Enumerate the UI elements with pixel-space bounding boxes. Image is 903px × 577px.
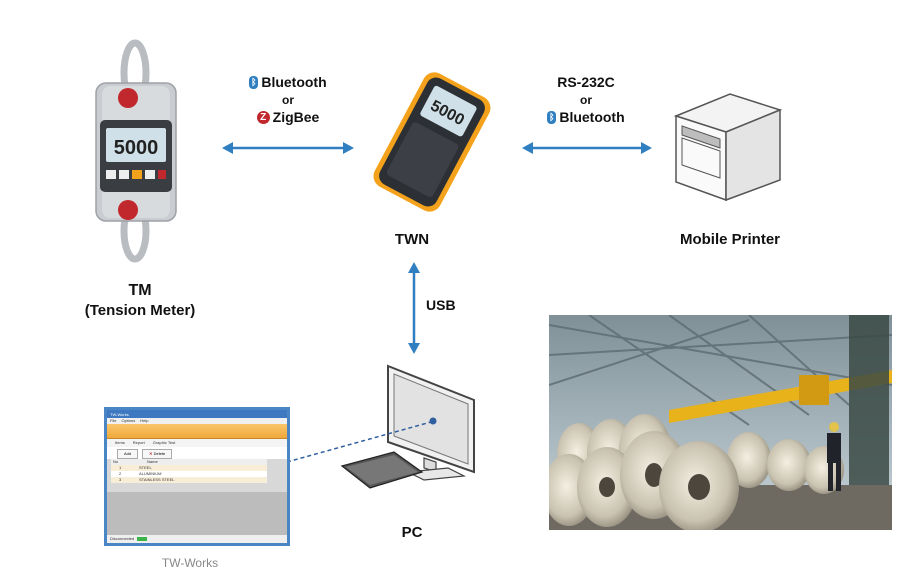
arrow-twn-printer <box>522 142 652 154</box>
table-row[interactable]: 1 STEEL <box>111 465 267 471</box>
tw-tabs: Items Report Graphic Test <box>107 439 287 447</box>
mobile-printer-device <box>668 88 788 208</box>
tm-subtitle: (Tension Meter) <box>84 302 196 319</box>
tw-delete-button[interactable]: ✕ Delete <box>142 449 173 459</box>
steel-coils-illustration <box>549 315 892 530</box>
tm-display-value: 5000 <box>114 137 159 159</box>
tw-menu-options[interactable]: Options <box>121 418 136 423</box>
dashed-connector <box>286 421 432 463</box>
twn-illustration: 5000 <box>373 72 491 212</box>
pc-label: PC <box>401 524 423 541</box>
link-tm-twn-line2: or <box>282 93 294 107</box>
close-icon: ✕ <box>149 451 153 456</box>
zigbee-icon: Z <box>256 110 270 124</box>
tm-title: TM <box>128 282 152 299</box>
tw-table-header: No Name <box>111 459 267 465</box>
link-tm-twn-line1: ᛒ Bluetooth <box>249 74 327 90</box>
tw-window-titlebar: TW-Works <box>107 410 287 418</box>
tw-add-button[interactable]: Add <box>117 449 139 459</box>
tension-meter-device: 5000 <box>88 38 188 263</box>
link-twn-printer-labels: RS-232C or ᛒ Bluetooth <box>536 74 636 125</box>
arrow-twn-pc <box>408 262 420 354</box>
tw-col-name: Name <box>147 459 158 464</box>
tw-table: No Name 1 STEEL 2 ALUMINIUM 3 STAINLESS … <box>111 459 267 483</box>
tw-workspace <box>107 492 287 535</box>
tw-tab-items[interactable]: Items <box>115 440 125 445</box>
link-twn-printer-line2: or <box>580 93 592 107</box>
tw-col-no: No <box>113 459 119 464</box>
pc-illustration <box>340 364 475 489</box>
tw-tab-graphic-test[interactable]: Graphic Test <box>152 440 176 445</box>
tw-status-text: Disconnected <box>110 536 135 541</box>
link-tm-twn-labels: ᛒ Bluetooth or Z ZigBee <box>238 74 338 125</box>
link-twn-pc-label: USB <box>426 297 456 313</box>
table-row[interactable]: 3 STAINLESS STEEL <box>111 477 267 483</box>
tw-window-title: TW-Works <box>110 411 129 417</box>
twn-device: 5000 <box>360 70 505 215</box>
tw-menu-help[interactable]: Help <box>140 418 149 423</box>
arrow-tm-twn <box>222 142 354 154</box>
tw-works-caption: TW-Works <box>161 556 219 570</box>
table-row[interactable]: 2 ALUMINIUM <box>111 471 267 477</box>
tw-works-window: TW-Works File Options Help Items Report … <box>104 407 290 546</box>
twn-label: TWN <box>394 231 430 248</box>
link-twn-printer-line1: RS-232C <box>557 74 615 90</box>
tw-buttons: Add ✕ Delete <box>107 447 287 459</box>
printer-label: Mobile Printer <box>679 231 780 248</box>
tension-meter-illustration: 5000 <box>95 39 177 263</box>
tw-toolbar <box>107 424 287 439</box>
tw-tab-report[interactable]: Report <box>132 440 145 445</box>
bluetooth-icon: ᛒ <box>547 110 557 124</box>
bluetooth-icon: ᛒ <box>249 75 259 89</box>
tw-menubar: File Options Help <box>107 418 287 424</box>
warehouse-photo <box>549 315 892 530</box>
pc-device <box>336 360 486 510</box>
printer-illustration <box>673 93 783 202</box>
link-tm-twn-line3: Z ZigBee <box>238 109 338 125</box>
tw-menu-file[interactable]: File <box>110 418 117 423</box>
tw-statusbar: Disconnected <box>107 535 287 543</box>
status-indicator-icon <box>137 537 148 541</box>
link-twn-printer-line3: ᛒ Bluetooth <box>547 109 625 125</box>
